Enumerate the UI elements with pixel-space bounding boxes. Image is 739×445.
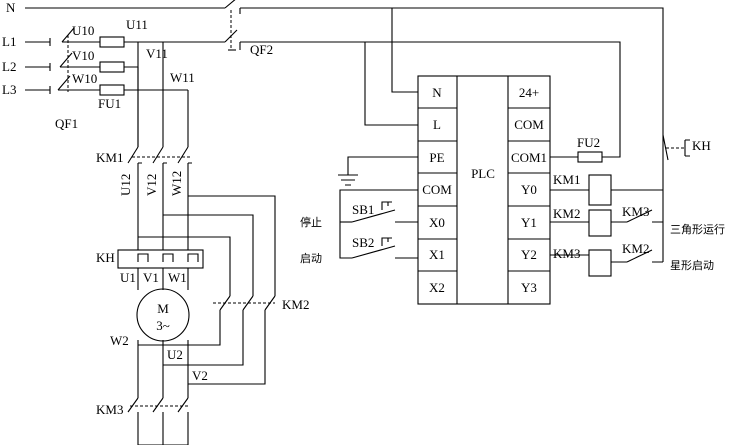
relay-v1: V1 <box>143 270 159 285</box>
qf2-label: QF2 <box>250 42 273 57</box>
sb1-label: SB1 <box>352 202 374 217</box>
plc-terminal-com: COM <box>422 182 452 197</box>
km1-main-contacts <box>127 146 192 164</box>
node-u11: U11 <box>126 17 148 32</box>
relay-label: KH <box>96 250 115 265</box>
relay-u1: U1 <box>120 270 136 285</box>
plc-title: PLC <box>471 166 495 181</box>
interlock-km2-label: KM2 <box>622 241 649 256</box>
input-buttons <box>339 189 418 259</box>
line-l1-label: L1 <box>2 34 16 49</box>
plc-terminal-y3: Y3 <box>521 280 537 295</box>
interlock-km3-label: KM3 <box>622 204 649 219</box>
qf2-breaker <box>224 0 241 51</box>
node-v2: V2 <box>192 368 208 383</box>
motor <box>136 268 190 398</box>
motor-label-m: M <box>157 301 169 316</box>
plc-power-wiring <box>338 8 418 186</box>
plc-terminal-x1: X1 <box>429 247 445 262</box>
km2-main-label: KM2 <box>282 297 309 312</box>
node-w10: W10 <box>72 71 97 86</box>
supply-lines <box>25 7 664 158</box>
node-u2: U2 <box>167 347 183 362</box>
qf1-label: QF1 <box>55 116 78 131</box>
star-start-label: 星形启动 <box>670 259 714 272</box>
overload-kh-label: KH <box>692 138 711 153</box>
coil-km2-label: KM2 <box>553 206 580 221</box>
relay-w1: W1 <box>168 270 187 285</box>
plc-terminal-com1: COM1 <box>511 150 547 165</box>
plc-terminal-y1: Y1 <box>521 215 537 230</box>
node-w11: W11 <box>170 70 195 85</box>
line-l2-label: L2 <box>2 59 16 74</box>
plc-terminal-y0: Y0 <box>521 182 537 197</box>
km2-delta-wiring <box>138 195 276 385</box>
node-v12: V12 <box>144 174 159 196</box>
plc-terminal-y2: Y2 <box>521 247 537 262</box>
coil-km1-label: KM1 <box>553 172 580 187</box>
fu2-label: FU2 <box>577 135 600 150</box>
fu1-fuses <box>99 36 125 96</box>
qf1-breaker <box>57 27 75 92</box>
plc-terminal-pe: PE <box>429 150 444 165</box>
thermal-relay <box>117 249 204 269</box>
plc-terminal-l: L <box>433 117 441 132</box>
plc-left-terminals: N L PE COM X0 X1 X2 <box>422 85 452 295</box>
plc-terminal-24v: 24+ <box>519 85 539 100</box>
node-v10: V10 <box>72 48 94 63</box>
fu1-label: FU1 <box>98 96 121 111</box>
plc-terminal-com-out: COM <box>514 117 544 132</box>
node-w2: W2 <box>110 333 129 348</box>
delta-run-label: 三角形运行 <box>670 223 725 236</box>
plc-terminal-x2: X2 <box>429 280 445 295</box>
plc-unit <box>417 75 551 305</box>
km3-star-contacts <box>127 397 189 445</box>
node-u10: U10 <box>72 23 94 38</box>
line-n-label: N <box>6 0 16 15</box>
stop-label: 停止 <box>300 215 322 229</box>
line-l3-label: L3 <box>2 82 16 97</box>
plc-terminal-x0: X0 <box>429 215 445 230</box>
km1-main-label: KM1 <box>96 150 123 165</box>
plc-right-terminals: 24+ COM COM1 Y0 Y1 Y2 Y3 <box>511 85 547 295</box>
node-v11: V11 <box>146 46 168 61</box>
output-circuit <box>550 134 690 277</box>
node-u12: U12 <box>118 174 133 196</box>
start-label: 启动 <box>300 252 322 265</box>
node-w12: W12 <box>169 171 184 196</box>
plc-terminal-n: N <box>432 85 442 100</box>
power-verticals <box>124 41 189 250</box>
motor-label-3phase: 3~ <box>156 318 170 333</box>
sb2-label: SB2 <box>352 235 374 250</box>
coil-km3-label: KM3 <box>553 246 580 261</box>
km3-main-label: KM3 <box>96 402 123 417</box>
